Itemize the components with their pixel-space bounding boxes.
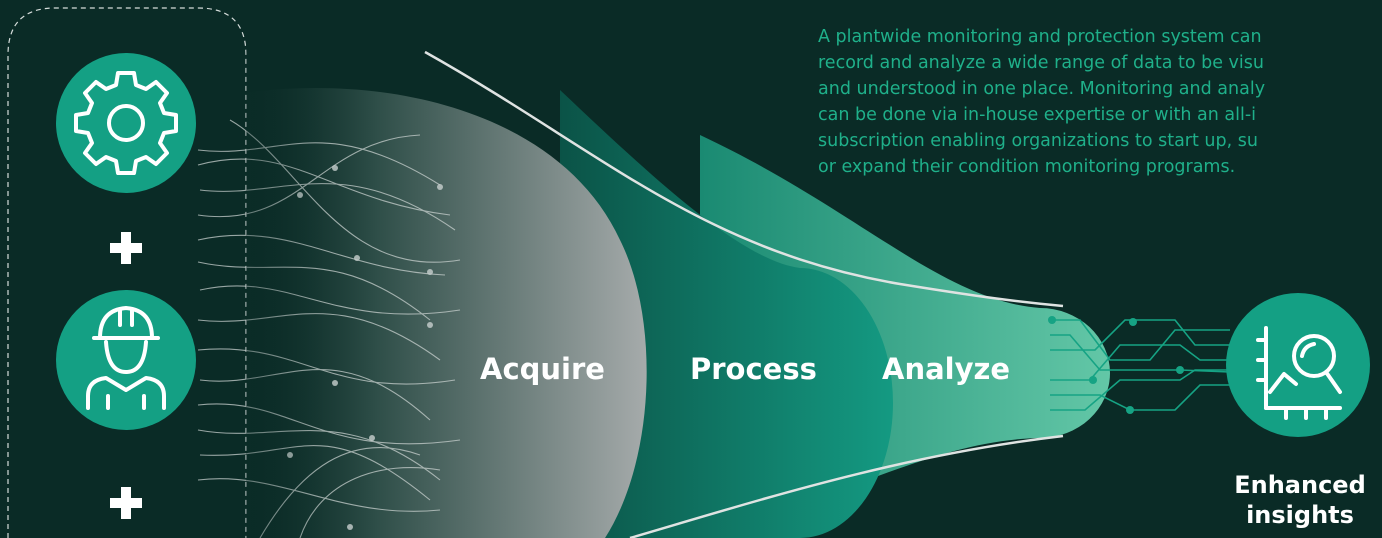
worker-hardhat-icon xyxy=(56,290,196,430)
gear-icon xyxy=(56,53,196,193)
output-circuit-nodes xyxy=(1048,316,1184,414)
output-label: Enhanced insights xyxy=(1200,470,1382,530)
description-line: or expand their condition monitoring pro… xyxy=(818,157,1236,177)
input-panel-border xyxy=(7,7,247,538)
funnel-bottom-rim xyxy=(629,434,1064,538)
chart-magnifier-icon xyxy=(1226,293,1370,437)
description-line: A plantwide monitoring and protection sy… xyxy=(818,27,1262,47)
description-line: subscription enabling organizations to s… xyxy=(818,131,1258,151)
process-stage-shape xyxy=(560,90,893,538)
stage-label-acquire: Acquire xyxy=(480,352,605,386)
funnel-top-rim xyxy=(424,50,1064,308)
plus-separator-1 xyxy=(110,232,142,264)
description-line: and understood in one place. Monitoring … xyxy=(818,79,1266,99)
stage-label-process: Process xyxy=(690,352,817,386)
description-line: can be done via in-house expertise or wi… xyxy=(818,105,1256,125)
output-circuit xyxy=(1050,319,1231,411)
output-label-line-1: Enhanced xyxy=(1234,471,1366,499)
stage-label-analyze: Analyze xyxy=(882,352,1011,386)
description-line: record and analyze a wide range of data … xyxy=(818,53,1264,73)
output-label-line-2: insights xyxy=(1246,501,1354,529)
plus-separator-2 xyxy=(110,487,142,519)
description-text: A plantwide monitoring and protection sy… xyxy=(818,24,1382,180)
